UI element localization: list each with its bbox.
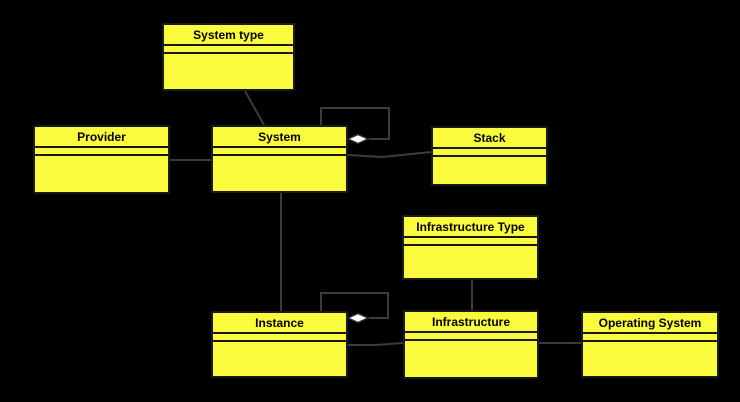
class-title: System xyxy=(213,127,346,148)
class-title: Infrastructure xyxy=(405,312,537,333)
class-operations-compartment xyxy=(213,156,346,191)
class-title: Infrastructure Type xyxy=(404,217,537,238)
class-node-system[interactable]: System xyxy=(211,125,348,193)
aggregation-diamond-system-icon xyxy=(346,133,370,145)
class-node-infrastructure-type[interactable]: Infrastructure Type xyxy=(402,215,539,280)
class-operations-compartment xyxy=(405,341,537,377)
class-attributes-compartment xyxy=(404,238,537,246)
edge-instance-self-loop[interactable] xyxy=(320,292,389,319)
class-node-operating-system[interactable]: Operating System xyxy=(581,311,719,378)
class-attributes-compartment xyxy=(213,334,346,342)
class-title: Provider xyxy=(35,127,168,148)
class-node-instance[interactable]: Instance xyxy=(211,311,348,378)
class-attributes-compartment xyxy=(433,149,546,157)
class-operations-compartment xyxy=(35,156,168,192)
class-operations-compartment xyxy=(433,157,546,184)
class-title: System type xyxy=(164,25,293,46)
class-node-provider[interactable]: Provider xyxy=(33,125,170,194)
edge-systemtype-system[interactable] xyxy=(244,90,265,126)
class-title: Stack xyxy=(433,128,546,149)
class-operations-compartment xyxy=(583,342,717,376)
class-attributes-compartment xyxy=(35,148,168,156)
class-title: Operating System xyxy=(583,313,717,334)
class-operations-compartment xyxy=(404,246,537,278)
edge-instance-infrastructure[interactable] xyxy=(348,342,404,346)
edge-system-self-loop[interactable] xyxy=(320,107,390,140)
class-attributes-compartment xyxy=(164,46,293,54)
class-node-stack[interactable]: Stack xyxy=(431,126,548,186)
class-title: Instance xyxy=(213,313,346,334)
edge-system-stack[interactable] xyxy=(347,151,432,159)
aggregation-diamond-instance-icon xyxy=(346,312,370,324)
class-node-system-type[interactable]: System type xyxy=(162,23,295,91)
class-attributes-compartment xyxy=(405,333,537,341)
class-attributes-compartment xyxy=(583,334,717,342)
class-operations-compartment xyxy=(213,342,346,376)
class-operations-compartment xyxy=(164,54,293,89)
class-attributes-compartment xyxy=(213,148,346,156)
class-node-infrastructure[interactable]: Infrastructure xyxy=(403,310,539,379)
